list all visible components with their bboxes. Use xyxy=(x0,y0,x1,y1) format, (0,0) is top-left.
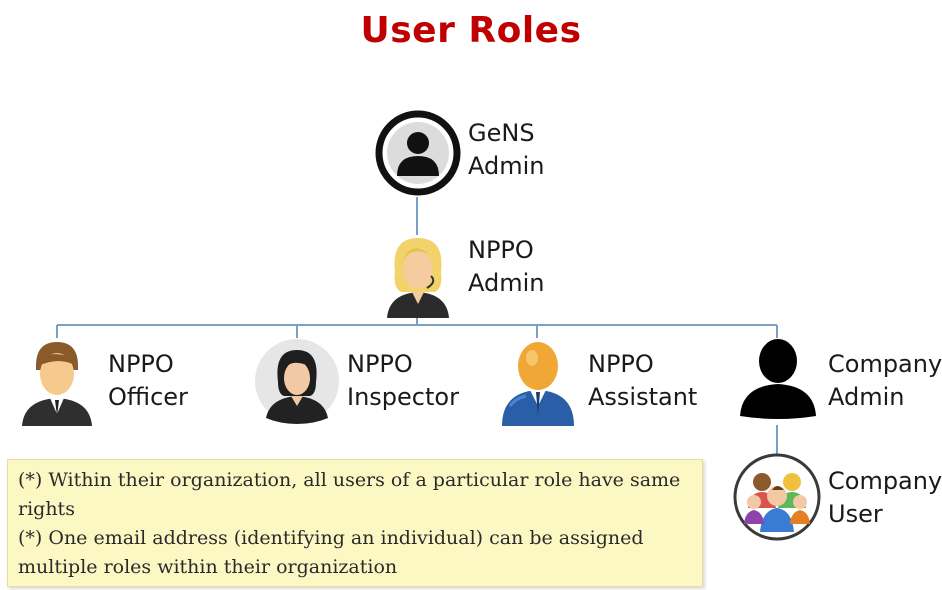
nppo-admin-label-line2: Admin xyxy=(468,269,545,297)
page-title: User Roles xyxy=(360,10,582,51)
nppo-assistant-label-line1: NPPO xyxy=(588,350,654,378)
company-user-label: Company User xyxy=(828,465,942,531)
nppo-admin-label: NPPO Admin xyxy=(468,234,545,300)
nppo-inspector-label: NPPO Inspector xyxy=(347,348,459,414)
nppo-officer-label: NPPO Officer xyxy=(108,348,188,414)
gens-admin-label-line2: Admin xyxy=(468,152,545,180)
nppo-officer-label-line1: NPPO xyxy=(108,350,174,378)
company-admin-label-line2: Admin xyxy=(828,383,905,411)
company-admin-label-line1: Company xyxy=(828,350,942,378)
company-admin-label: Company Admin xyxy=(828,348,942,414)
user-group-circle-icon xyxy=(733,453,821,541)
woman-blonde-headset-icon xyxy=(387,238,449,318)
nppo-assistant-label-line2: Assistant xyxy=(588,383,698,411)
nppo-inspector-label-line2: Inspector xyxy=(347,383,459,411)
note-multiple-roles: (*) One email address (identifying an in… xyxy=(18,527,644,578)
man-suit-icon xyxy=(22,342,92,426)
nppo-inspector-label-line1: NPPO xyxy=(347,350,413,378)
nppo-admin-label-line1: NPPO xyxy=(468,236,534,264)
company-user-label-line2: User xyxy=(828,500,883,528)
nppo-officer-label-line2: Officer xyxy=(108,383,188,411)
note-same-rights: (*) Within their organization, all users… xyxy=(18,469,681,520)
gens-admin-label: GeNS Admin xyxy=(468,117,545,183)
nppo-assistant-label: NPPO Assistant xyxy=(588,348,697,414)
woman-dark-hair-icon xyxy=(255,339,339,424)
company-user-label-line1: Company xyxy=(828,467,942,495)
notes-box: (*) Within their organization, all users… xyxy=(7,459,703,587)
gens-admin-label-line1: GeNS xyxy=(468,119,535,147)
black-user-silhouette-icon xyxy=(740,339,816,419)
man-blue-suit-icon xyxy=(502,342,574,426)
user-silhouette-circle-icon xyxy=(375,110,461,196)
